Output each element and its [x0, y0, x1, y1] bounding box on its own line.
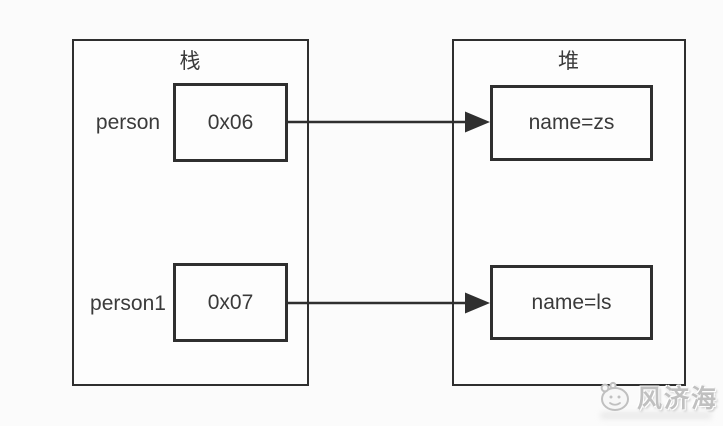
watermark-shadow — [600, 412, 712, 419]
stack-var-label-person1: person1 — [90, 292, 166, 315]
stack-cell-person1-address: 0x07 — [173, 263, 288, 342]
stack-var-label-person: person — [95, 111, 161, 134]
stack-title: 栈 — [179, 50, 202, 73]
watermark-text: 风济海 — [637, 385, 719, 413]
stack-cell-person-address: 0x06 — [173, 83, 288, 162]
heap-cell-name-ls: name=ls — [490, 265, 653, 340]
smiley-face-icon — [600, 381, 629, 411]
watermark: 风济海 — [594, 379, 718, 415]
heap-cell-name-zs: name=zs — [490, 85, 653, 161]
heap-title: 堆 — [558, 50, 580, 73]
